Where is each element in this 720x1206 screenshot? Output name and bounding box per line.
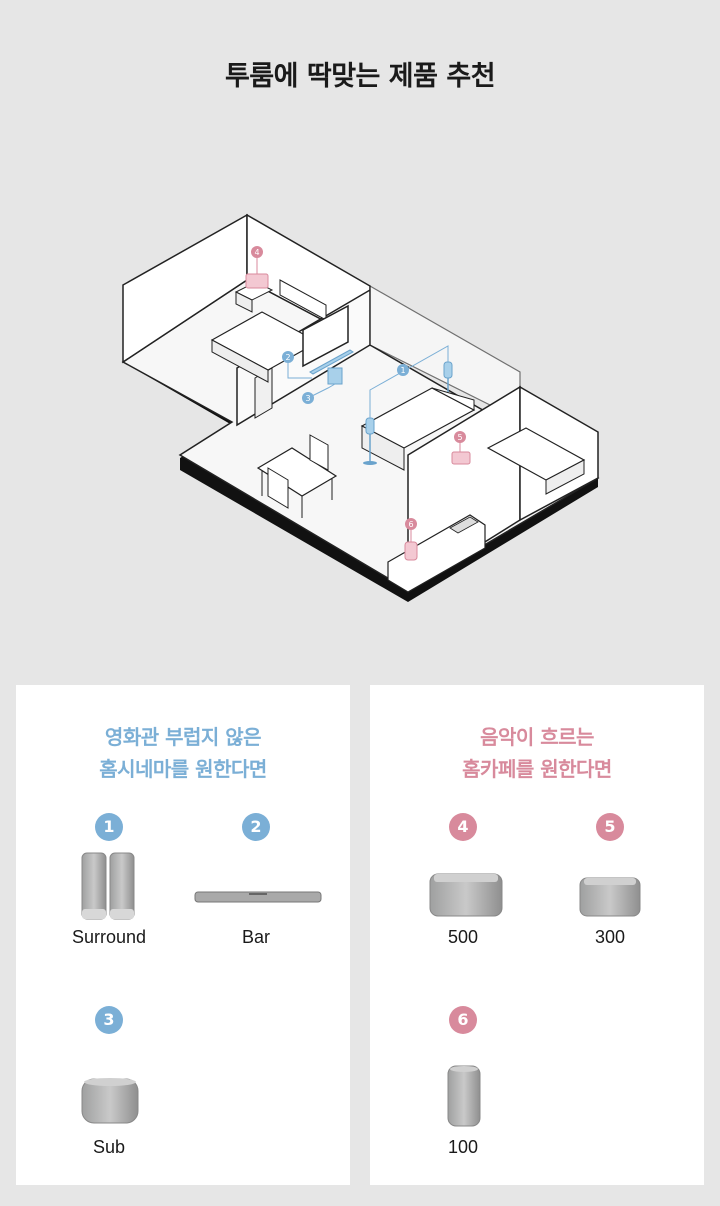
product-label-300: 300 <box>594 927 626 947</box>
product-label-sub: Sub <box>92 1137 126 1157</box>
floorplan-marker-5: 5 <box>454 431 466 443</box>
page-title: 투룸에 딱맞는 제품 추천 <box>224 61 496 92</box>
product-badge-3: 3 <box>95 1006 123 1034</box>
citation-300-image[interactable] <box>578 875 642 919</box>
svg-text:5: 5 <box>457 433 462 442</box>
floorplan-marker-2: 2 <box>282 351 294 363</box>
svg-text:1: 1 <box>400 366 405 375</box>
citation-100-image[interactable] <box>446 1063 482 1129</box>
product-label-100: 100 <box>447 1137 479 1157</box>
product-badge-6: 6 <box>449 1006 477 1034</box>
floorplan-marker-6: 6 <box>405 518 417 530</box>
subwoofer-image[interactable] <box>80 1075 140 1125</box>
home-cafe-panel: 음악이 흐르는 홈카페를 원한다면 4 500 5 300 6 100 <box>370 685 704 1185</box>
product-badge-1: 1 <box>95 813 123 841</box>
product-label-500: 500 <box>447 927 479 947</box>
home-cinema-heading: 영화관 부럽지 않은 홈시네마를 원한다면 <box>99 725 267 781</box>
home-cafe-heading: 음악이 흐르는 홈카페를 원한다면 <box>462 725 612 781</box>
svg-text:4: 4 <box>254 248 259 257</box>
floorplan-marker-1: 1 <box>397 364 409 376</box>
product-label-bar: Bar <box>241 927 270 947</box>
floorplan-illustration: 1 2 3 4 5 6 <box>121 213 600 602</box>
product-badge-4: 4 <box>449 813 477 841</box>
product-label-surround: Surround <box>71 927 147 947</box>
svg-text:6: 6 <box>408 520 413 529</box>
home-cinema-panel: 영화관 부럽지 않은 홈시네마를 원한다면 1 Surround 2 Bar 3… <box>16 685 350 1185</box>
floorplan-marker-3: 3 <box>302 392 314 404</box>
product-badge-2: 2 <box>242 813 270 841</box>
svg-text:2: 2 <box>285 353 290 362</box>
svg-text:3: 3 <box>305 394 310 403</box>
floorplan-marker-4: 4 <box>251 246 263 258</box>
soundbar-image[interactable] <box>194 889 322 905</box>
citation-500-image[interactable] <box>428 871 504 919</box>
product-badge-5: 5 <box>596 813 624 841</box>
surround-speaker-image[interactable] <box>80 851 138 921</box>
